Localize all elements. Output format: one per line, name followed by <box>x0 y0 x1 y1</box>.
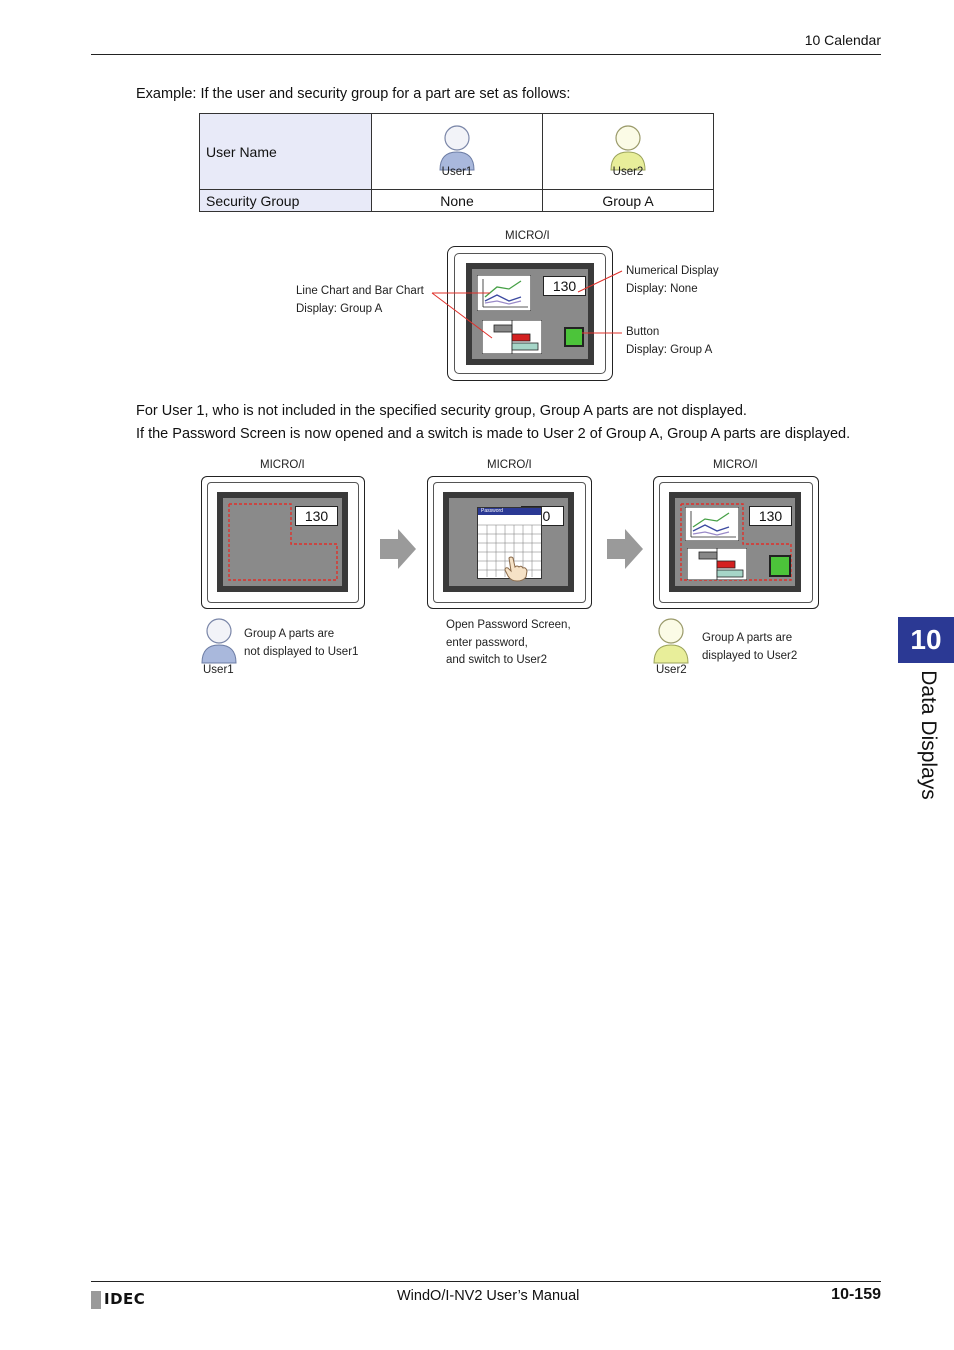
device-label: MICRO/I <box>505 230 550 242</box>
button-callout: Button Display: Group A <box>626 326 713 356</box>
micro-i-device-user2: 130 <box>653 476 819 609</box>
device-label: MICRO/I <box>260 459 305 471</box>
password-note: Open Password Screen, enter password, an… <box>446 619 571 666</box>
numerical-display-part: 130 <box>543 276 586 296</box>
callout-lines <box>431 270 623 339</box>
user-icon <box>439 125 475 171</box>
header-rule <box>91 54 881 55</box>
intro-text: Example: If the user and security group … <box>136 86 571 102</box>
user-name-label: User Name <box>199 113 372 190</box>
user1-caption: User1 <box>203 664 234 676</box>
screen-bezel: 130 <box>217 492 348 592</box>
micro-i-device-password: 30 Password <box>427 476 592 609</box>
screen: 30 Password <box>449 498 568 586</box>
screen: 130 <box>675 498 795 586</box>
micro-i-device-user1: 130 <box>201 476 365 609</box>
password-screen-title: Password <box>478 508 541 515</box>
pointing-hand-icon <box>504 556 528 582</box>
screen-bezel: 30 Password <box>443 492 574 592</box>
user-icon <box>610 125 646 171</box>
visible-group-a-outline <box>680 503 792 581</box>
user1-note: Group A parts are not displayed to User1 <box>244 628 359 658</box>
password-keypad <box>478 524 541 577</box>
idec-logo: IDEC <box>91 1290 151 1310</box>
user2-note: Group A parts are displayed to User2 <box>702 632 798 662</box>
screen: 130 <box>472 269 588 359</box>
chart-callout: Line Chart and Bar Chart Display: Group … <box>296 285 424 315</box>
bar-chart-part <box>482 320 542 354</box>
user2-caption: User2 <box>656 664 687 676</box>
user2-cell: User2 <box>542 113 714 190</box>
screen-bezel: 130 <box>466 263 594 365</box>
paragraph-user2: If the Password Screen is now opened and… <box>136 426 851 442</box>
arrow-right-icon <box>607 529 643 569</box>
footer-rule <box>91 1281 881 1282</box>
user-group-table: User Name User1 User2 Security Group Non… <box>199 113 714 212</box>
micro-i-device: 130 <box>447 246 613 381</box>
arrow-right-icon <box>380 529 416 569</box>
user-icon <box>653 618 689 664</box>
device-label: MICRO/I <box>713 459 758 471</box>
device-label: MICRO/I <box>487 459 532 471</box>
user-icon <box>201 618 237 664</box>
hidden-group-a-outline <box>228 503 338 581</box>
line-chart-part <box>685 507 739 541</box>
manual-title: WindO/I-NV2 User’s Manual <box>397 1288 580 1304</box>
numerical-display-part: 130 <box>295 506 338 526</box>
paragraph-user1: For User 1, who is not included in the s… <box>136 403 747 419</box>
security-group-user2: Group A <box>542 189 714 212</box>
numeric-callout: Numerical Display Display: None <box>626 265 719 295</box>
password-screen: Password <box>477 507 542 579</box>
chapter-title: Data Displays <box>917 670 940 800</box>
user1-name: User1 <box>441 166 473 178</box>
security-group-user1: None <box>371 189 543 212</box>
user2-name: User2 <box>612 166 644 178</box>
page-number: 10-159 <box>831 1286 881 1303</box>
numerical-display-part: 130 <box>749 506 792 526</box>
security-group-label: Security Group <box>199 189 372 212</box>
button-part <box>769 555 791 577</box>
section-header: 10 Calendar <box>804 32 881 48</box>
screen-bezel: 130 <box>669 492 801 592</box>
chapter-number-tab: 10 <box>898 617 954 663</box>
button-part <box>564 327 584 347</box>
bar-chart-part <box>687 548 747 580</box>
screen: 130 <box>223 498 342 586</box>
